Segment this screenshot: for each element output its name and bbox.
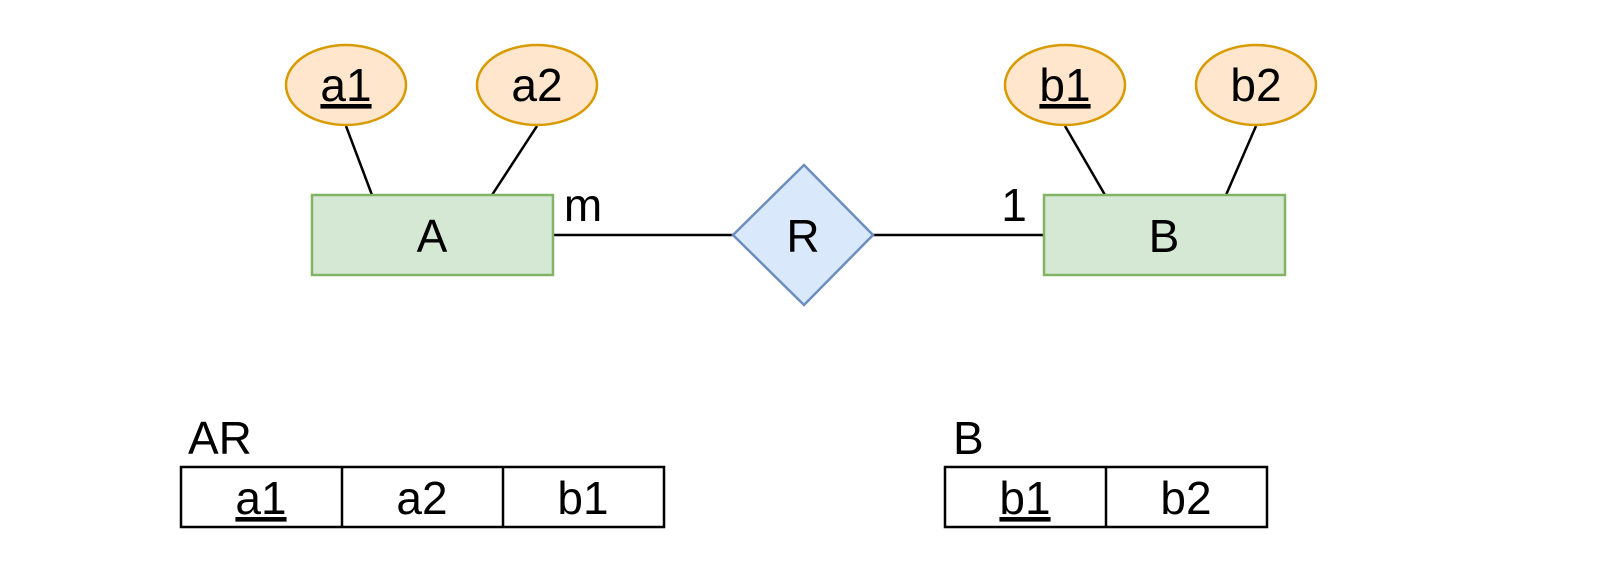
relationship-r-shape [731,163,875,307]
attribute-a1-label: a1 [320,59,371,111]
table-b-title: B [953,412,984,464]
table-ar-title: AR [188,412,252,464]
attribute-b1-label: b1 [1039,59,1090,111]
entity-b-label: B [1149,210,1180,262]
entity-a-shape [310,193,555,277]
table-ar: AR a1 a2 b1 [179,412,666,529]
table-ar-cell-a2: a2 [396,472,447,524]
table-ar-frame [179,465,666,529]
connector-b1-to-b [1063,125,1107,196]
attribute-b2-shape [1194,43,1318,127]
attribute-a1: a1 [284,43,408,127]
attribute-b1-shape [1003,43,1127,127]
cardinality-left: m [564,179,602,231]
attribute-a1-shape [284,43,408,127]
cardinality-right: 1 [1001,179,1027,231]
table-ar-cell-b1: b1 [557,472,608,524]
relationship-r-label: R [786,210,819,262]
attribute-a2-shape [475,43,599,127]
connector-a1-to-a [344,125,374,196]
table-b: B b1 b2 [943,412,1269,529]
entity-b-shape [1042,193,1287,277]
attribute-b2-label: b2 [1230,59,1281,111]
entity-a: A [310,193,555,277]
attribute-a2-label: a2 [511,59,562,111]
entity-b: B [1042,193,1287,277]
entity-a-label: A [417,210,448,262]
table-b-cell-b2: b2 [1160,472,1211,524]
attribute-a2: a2 [475,43,599,127]
connector-a2-to-a [490,125,539,196]
relationship-r: R [731,163,875,307]
table-ar-cell-a1: a1 [235,472,286,524]
attribute-b1: b1 [1003,43,1127,127]
attribute-b2: b2 [1194,43,1318,127]
connector-b2-to-b [1224,125,1258,196]
table-b-cell-b1: b1 [999,472,1050,524]
